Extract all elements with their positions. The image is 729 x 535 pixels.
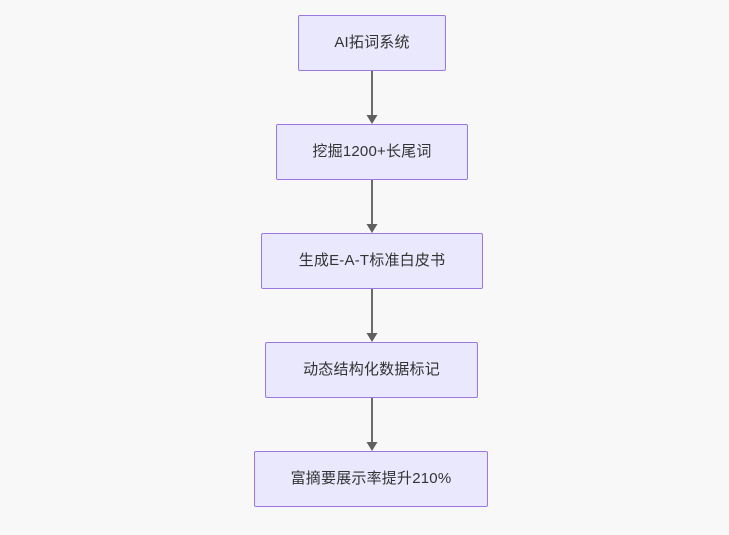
flow-arrow-3 [366, 289, 378, 342]
flow-arrow-1 [366, 71, 378, 124]
flow-node-n4[interactable]: 动态结构化数据标记 [265, 342, 478, 398]
arrow-head-icon [366, 442, 378, 451]
flow-node-n5[interactable]: 富摘要展示率提升210% [254, 451, 488, 507]
flow-node-n2[interactable]: 挖掘1200+长尾词 [276, 124, 468, 180]
arrow-head-icon [366, 333, 378, 342]
arrow-head-icon [366, 224, 378, 233]
flow-arrow-4 [366, 398, 378, 451]
flow-node-label: AI拓词系统 [334, 34, 410, 51]
flow-node-label: 挖掘1200+长尾词 [312, 143, 432, 160]
flow-node-n1[interactable]: AI拓词系统 [298, 15, 446, 71]
flow-node-n3[interactable]: 生成E-A-T标准白皮书 [261, 233, 483, 289]
flow-arrow-2 [366, 180, 378, 233]
flow-node-label: 生成E-A-T标准白皮书 [298, 252, 446, 269]
flow-node-label: 富摘要展示率提升210% [290, 470, 452, 487]
flow-node-label: 动态结构化数据标记 [303, 361, 440, 378]
arrow-head-icon [366, 115, 378, 124]
